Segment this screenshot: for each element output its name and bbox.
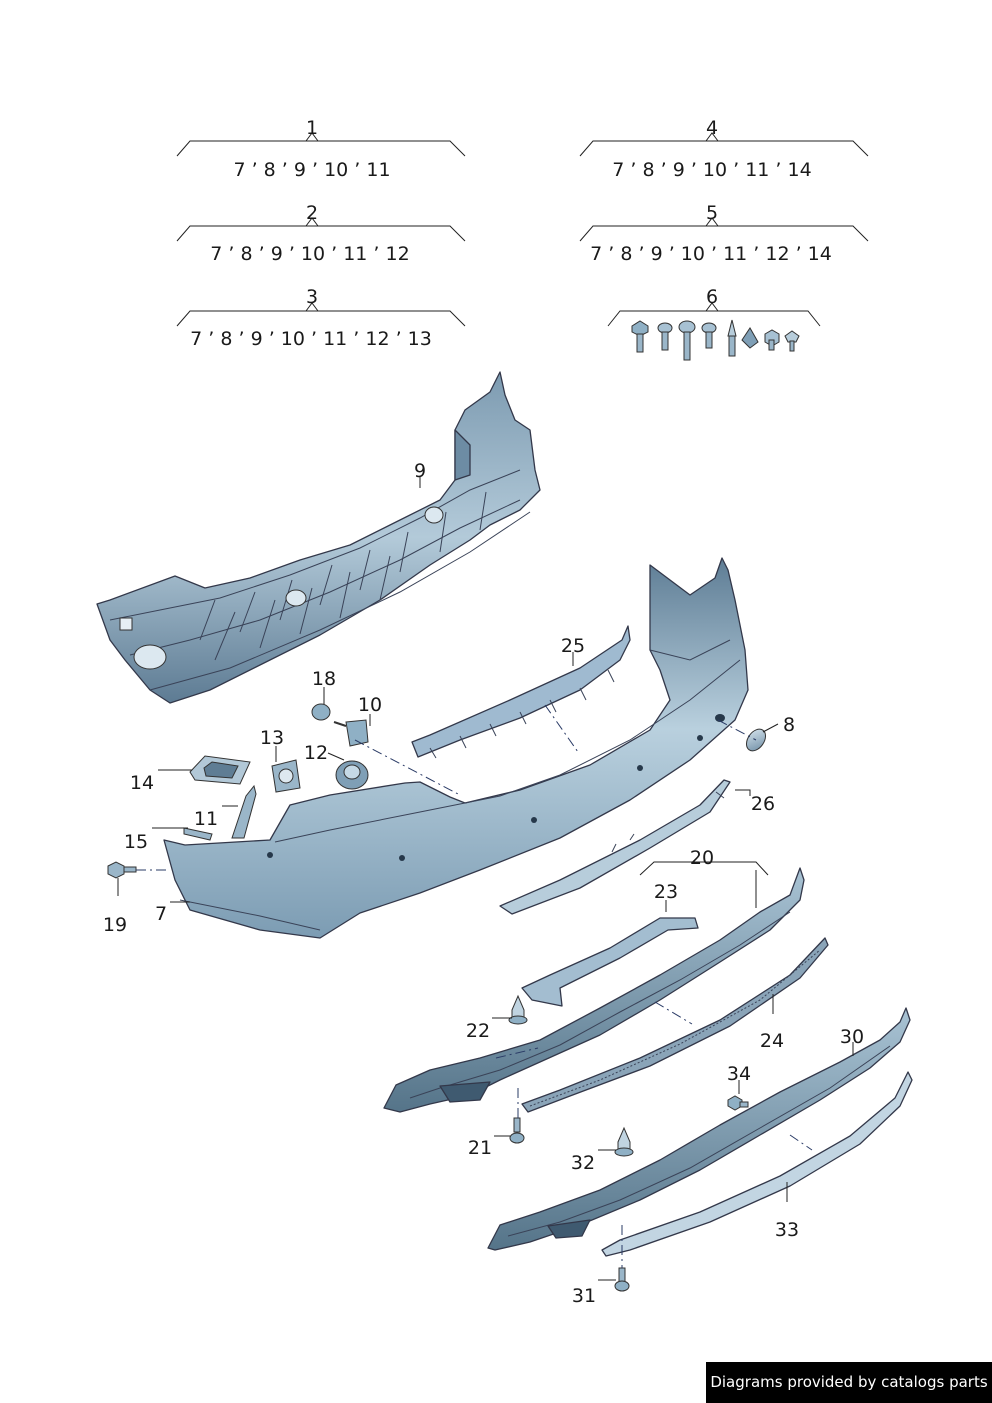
bumper-cover	[163, 557, 749, 939]
mesh-insert-24	[521, 937, 829, 1113]
screw-icon	[678, 320, 696, 361]
callout-10: 10	[358, 694, 382, 716]
group-4-parts: 7 ’ 8 ’ 9 ’ 10 ’ 11 ’ 14	[612, 159, 811, 181]
screw-icon	[701, 322, 717, 349]
callout-15: 15	[124, 831, 148, 853]
group-5: 5 7 ’ 8 ’ 9 ’ 10 ’ 11 ’ 12 ’ 14	[579, 202, 869, 265]
callout-7: 7	[155, 903, 167, 925]
callout-23: 23	[654, 881, 678, 903]
nut-icon	[764, 329, 780, 351]
callout-8: 8	[783, 714, 795, 736]
bolt-icon	[631, 320, 649, 353]
group-2: 2 7 ’ 8 ’ 9 ’ 10 ’ 11 ’ 12	[176, 202, 466, 265]
group-1: 1 7 ’ 8 ’ 9 ’ 10 ’ 11	[176, 117, 466, 181]
callout-33: 33	[775, 1219, 799, 1241]
strip-26	[499, 779, 731, 915]
screw-31	[614, 1267, 630, 1292]
callout-9: 9	[414, 460, 426, 482]
callout-21: 21	[468, 1137, 492, 1159]
sensor-holder-13	[271, 759, 301, 793]
group-1-number: 1	[306, 117, 318, 139]
rivet-icon	[784, 330, 800, 352]
trim-strip-25	[411, 625, 631, 759]
callout-22: 22	[466, 1020, 490, 1042]
nut-18	[311, 703, 331, 721]
callout-25: 25	[561, 635, 585, 657]
group-5-parts: 7 ’ 8 ’ 9 ’ 10 ’ 11 ’ 12 ’ 14	[590, 243, 832, 265]
diffuser-20	[383, 867, 805, 1113]
bolt-icon	[657, 322, 673, 351]
group-6-number: 6	[706, 286, 718, 308]
group-4: 4 7 ’ 8 ’ 9 ’ 10 ’ 11 ’ 14	[579, 117, 869, 181]
callout-34: 34	[727, 1063, 751, 1085]
strip-15	[183, 827, 213, 841]
group-3-number: 3	[306, 286, 318, 308]
callout-13: 13	[260, 727, 284, 749]
callout-14: 14	[130, 772, 154, 794]
screw-21	[509, 1117, 525, 1144]
sensor-12	[335, 760, 369, 790]
bracket-10	[333, 719, 369, 747]
screw-34	[727, 1095, 749, 1111]
callout-12: 12	[304, 742, 328, 764]
pin-clip-icon	[727, 319, 737, 357]
callout-26: 26	[751, 793, 775, 815]
bracket-23	[521, 917, 699, 1007]
callout-11: 11	[194, 808, 218, 830]
callout-18: 18	[312, 668, 336, 690]
callout-20: 20	[690, 847, 714, 869]
callout-24: 24	[760, 1030, 784, 1052]
chrome-strip-33	[601, 1071, 913, 1257]
plate-14	[189, 755, 251, 785]
clip-32	[614, 1126, 634, 1157]
callout-32: 32	[571, 1152, 595, 1174]
callout-31: 31	[572, 1285, 596, 1307]
callouts: 9 25 8 18 10 13 12 14 11 15 19 7 26 20 2…	[103, 460, 864, 1307]
callout-30: 30	[840, 1026, 864, 1048]
fastener-set	[631, 319, 800, 361]
credit-banner: Diagrams provided by catalogs parts	[706, 1362, 992, 1403]
group-4-number: 4	[706, 117, 718, 139]
group-1-parts: 7 ’ 8 ’ 9 ’ 10 ’ 11	[233, 159, 390, 181]
group-6: 6	[607, 286, 821, 327]
bumper-carrier	[96, 371, 541, 704]
bracket-11	[231, 784, 257, 839]
group-2-number: 2	[306, 202, 318, 224]
callout-19: 19	[103, 914, 127, 936]
group-3: 3 7 ’ 8 ’ 9 ’ 10 ’ 11 ’ 12 ’ 13	[176, 286, 466, 350]
screw-19	[107, 861, 137, 879]
clip-22	[508, 994, 528, 1025]
clip-icon	[741, 327, 759, 349]
group-2-parts: 7 ’ 8 ’ 9 ’ 10 ’ 11 ’ 12	[210, 243, 409, 265]
assembly-lines	[136, 704, 813, 1268]
group-5-number: 5	[706, 202, 718, 224]
diffuser-30	[487, 1007, 911, 1251]
group-3-parts: 7 ’ 8 ’ 9 ’ 10 ’ 11 ’ 12 ’ 13	[190, 328, 432, 350]
